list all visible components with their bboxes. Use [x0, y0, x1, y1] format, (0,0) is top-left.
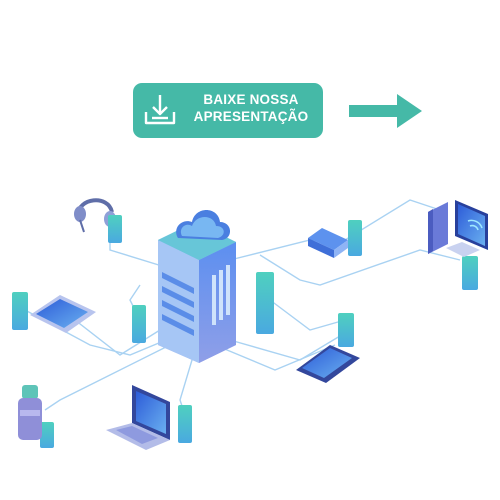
- connector-blocks: [12, 215, 478, 448]
- network-illustration: [12, 198, 488, 450]
- desktop-computer-icon: [428, 200, 488, 257]
- cloud-server-icon: [158, 210, 236, 363]
- download-presentation-button[interactable]: BAIXE NOSSA APRESENTAÇÃO: [133, 83, 323, 138]
- download-button-label: BAIXE NOSSA APRESENTAÇÃO: [185, 91, 317, 125]
- tablet-icon: [30, 295, 96, 333]
- database-icon: [18, 385, 42, 440]
- download-button-label-line1: BAIXE NOSSA: [203, 92, 299, 107]
- router-icon: [308, 228, 348, 258]
- smartphone-icon: [296, 345, 360, 383]
- download-button-label-line2: APRESENTAÇÃO: [193, 109, 309, 124]
- laptop-icon: [106, 385, 170, 450]
- arrow-right-icon: [349, 94, 422, 128]
- connection-lines: [24, 199, 461, 416]
- download-icon: [144, 95, 176, 125]
